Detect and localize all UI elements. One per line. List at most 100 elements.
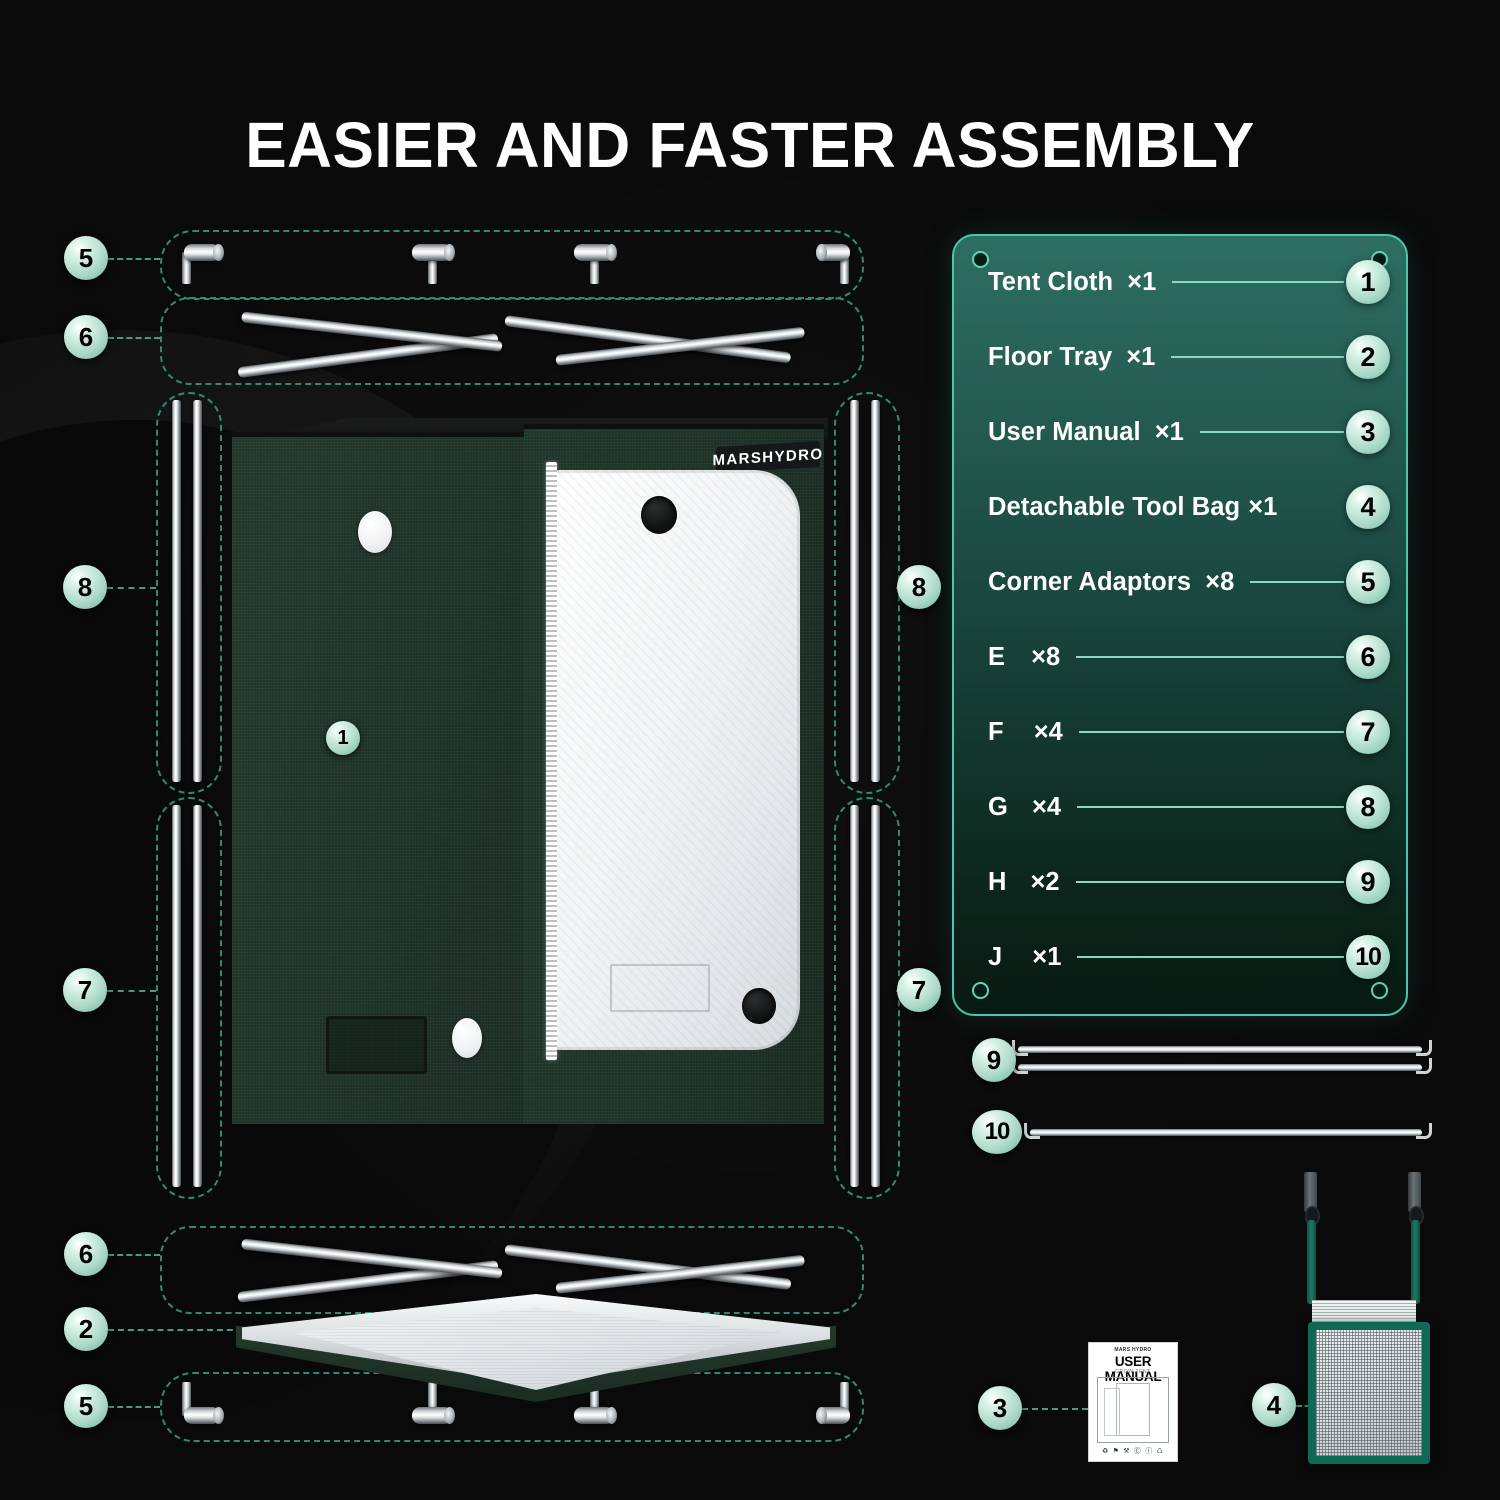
corner-adaptor-bottom-4: [816, 1382, 862, 1424]
legend-item-label: Detachable Tool Bag: [988, 492, 1241, 521]
group-box-right-lower-poles: [834, 797, 900, 1199]
tent-door-vent-upper: [641, 496, 677, 534]
legend-connector-line: [1250, 581, 1344, 583]
legend-item-qty: ×8: [1205, 567, 1235, 596]
rod-hook-9-b-right: [1416, 1058, 1432, 1074]
tent-side-mesh-window: [326, 1016, 427, 1074]
left-lower-pole-a: [172, 805, 181, 1187]
tent-side-vent-bottom: [452, 1018, 482, 1058]
detachable-tool-bag: [1304, 1172, 1486, 1464]
legend-item-label: H: [988, 867, 1007, 896]
legend-row[interactable]: User Manual ×1 3: [988, 410, 1390, 454]
legend-row[interactable]: G ×4 8: [988, 785, 1390, 829]
callout-badge-top-adaptors: 5: [64, 236, 108, 280]
corner-adaptor-top-1: [180, 244, 226, 284]
legend-item-label: Floor Tray: [988, 342, 1113, 371]
legend-row[interactable]: E ×8 6: [988, 635, 1390, 679]
legend-item-qty: ×4: [1033, 717, 1063, 746]
callout-badge-rod-single: 10: [972, 1110, 1022, 1154]
manual-brand-text: MARS HYDRO: [1114, 1347, 1152, 1353]
corner-adaptor-bottom-1: [180, 1382, 226, 1424]
right-lower-pole-a: [850, 805, 859, 1187]
right-upper-pole-a: [850, 400, 859, 782]
user-manual-thumbnail: MARS HYDRO USER MANUAL GROW TENT ♻ ⚑ ⚒ Ⓒ…: [1088, 1342, 1178, 1462]
floor-tray-illustration: [236, 1288, 836, 1406]
legend-item-label: User Manual: [988, 417, 1141, 446]
left-upper-pole-a: [172, 400, 181, 782]
parts-legend-panel: Tent Cloth ×1 1 Floor Tray ×1 2 User Man…: [952, 234, 1408, 1016]
legend-item-qty: ×1: [1032, 942, 1062, 971]
callout-badge-rods-pair: 9: [972, 1038, 1016, 1082]
left-lower-pole-b: [193, 805, 202, 1187]
legend-item-number-badge: 9: [1346, 860, 1390, 904]
leader-line-left-lower-pole: [107, 990, 156, 992]
legend-row[interactable]: Floor Tray ×1 2: [988, 335, 1390, 379]
right-upper-pole-b: [871, 400, 880, 782]
rod-hook-9-a-left: [1012, 1040, 1028, 1056]
legend-item-label: F: [988, 717, 1004, 746]
legend-item-number-badge: 3: [1346, 410, 1390, 454]
legend-item-number-badge: 1: [1346, 260, 1390, 304]
rod-hook-9-a-right: [1416, 1040, 1432, 1056]
legend-item-label: Tent Cloth: [988, 267, 1114, 296]
legend-connector-line: [1076, 656, 1344, 658]
tool-bag-pocket: [1308, 1322, 1430, 1464]
legend-connector-line: [1199, 431, 1344, 433]
corner-adaptor-bottom-2: [410, 1382, 456, 1424]
legend-row[interactable]: Detachable Tool Bag ×1 4: [988, 485, 1390, 529]
legend-screw-top-left: [972, 251, 989, 268]
manual-certification-icons: ♻ ⚑ ⚒ Ⓒ Ⓘ ♺: [1101, 1448, 1165, 1455]
support-rod-10: [1030, 1129, 1422, 1136]
callout-badge-top-frame: 6: [64, 315, 108, 359]
leader-line-top-frame: [108, 337, 160, 339]
group-box-left-upper-poles: [156, 392, 222, 794]
manual-cover-illustration: [1097, 1377, 1169, 1443]
group-box-top-adaptors: [160, 230, 864, 300]
tent-door-flap: [610, 964, 710, 1012]
tent-side-vent-upper: [358, 511, 392, 553]
legend-item-label: E: [988, 642, 1006, 671]
corner-adaptor-top-4: [816, 244, 862, 284]
callout-badge-tent-body: 1: [326, 721, 360, 755]
legend-connector-line: [1075, 881, 1344, 883]
legend-item-qty: ×1: [1127, 267, 1157, 296]
callout-badge-user-manual: 3: [978, 1386, 1022, 1430]
legend-row[interactable]: J ×1 10: [988, 935, 1390, 979]
legend-connector-line: [1078, 731, 1344, 733]
corner-adaptor-top-3: [572, 244, 618, 284]
left-upper-pole-b: [193, 400, 202, 782]
callout-badge-right-upper-pole: 8: [897, 565, 941, 609]
support-rod-9-b: [1018, 1064, 1422, 1071]
corner-adaptor-top-2: [410, 244, 456, 284]
legend-item-label: J: [988, 942, 1003, 971]
legend-connector-line: [1171, 356, 1344, 358]
callout-badge-left-upper-pole: 8: [63, 565, 107, 609]
tent-door-panel: [550, 470, 800, 1050]
legend-row[interactable]: Tent Cloth ×1 1: [988, 260, 1390, 304]
legend-row[interactable]: H ×2 9: [988, 860, 1390, 904]
legend-row[interactable]: F ×4 7: [988, 710, 1390, 754]
callout-badge-left-lower-pole: 7: [63, 968, 107, 1012]
rod-hook-10-left: [1024, 1123, 1040, 1139]
leader-line-left-upper-pole: [107, 587, 156, 589]
legend-connector-line: [1077, 806, 1344, 808]
grow-tent-illustration: MARSHYDRO 1: [228, 418, 828, 1134]
legend-screw-bottom-left: [972, 982, 989, 999]
legend-item-number-badge: 10: [1346, 935, 1390, 979]
legend-item-qty: ×1: [1248, 492, 1278, 521]
legend-item-qty: ×2: [1030, 867, 1060, 896]
support-rod-9-a: [1018, 1046, 1422, 1053]
callout-badge-bottom-adaptors: 5: [64, 1384, 108, 1428]
tool-bag-strap-right: [1408, 1172, 1421, 1212]
manual-subtitle-text: GROW TENT: [1115, 1369, 1151, 1375]
group-box-right-upper-poles: [834, 392, 900, 794]
legend-row-list: Tent Cloth ×1 1 Floor Tray ×1 2 User Man…: [954, 236, 1406, 1014]
group-box-left-lower-poles: [156, 797, 222, 1199]
legend-row[interactable]: Corner Adaptors ×8 5: [988, 560, 1390, 604]
corner-adaptor-bottom-3: [572, 1382, 618, 1424]
rod-hook-10-right: [1416, 1123, 1432, 1139]
legend-item-number-badge: 7: [1346, 710, 1390, 754]
tool-bag-strap-left: [1304, 1172, 1317, 1212]
frame-pole-bottom-front-left: [241, 1238, 503, 1279]
